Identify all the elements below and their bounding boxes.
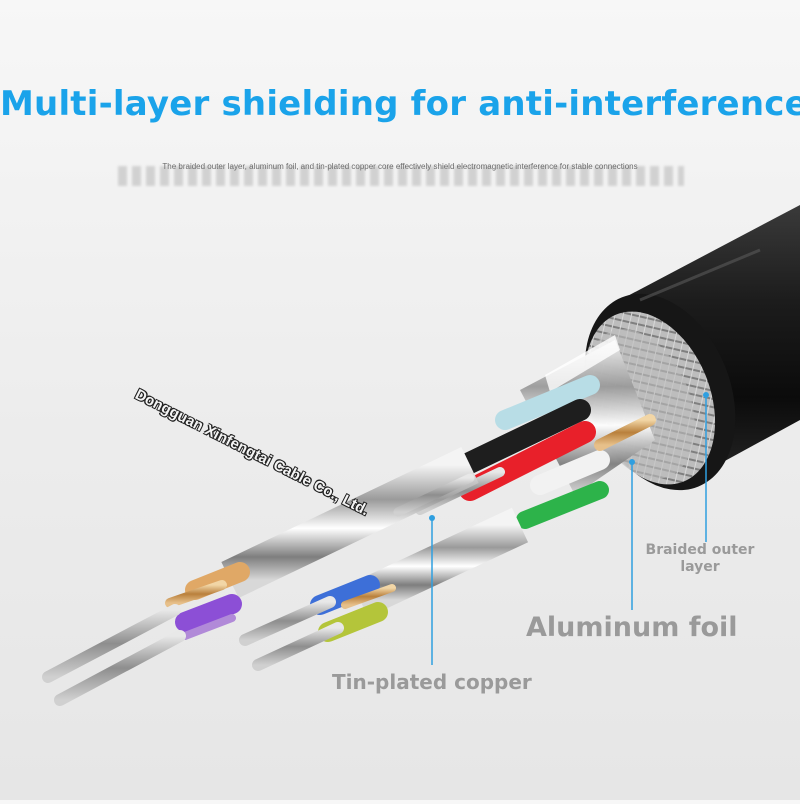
subheading: The braided outer layer, aluminum foil, … bbox=[162, 162, 638, 171]
inner-conductors bbox=[42, 375, 656, 706]
callout-aluminum-foil: Aluminum foil bbox=[526, 612, 738, 643]
callout-tin-plated-copper: Tin-plated copper bbox=[332, 670, 532, 694]
callout-braided-outer-layer: Braided outer layer bbox=[640, 542, 760, 576]
headline: Multi-layer shielding for anti-interfere… bbox=[0, 84, 800, 124]
callout-leaders bbox=[429, 392, 709, 665]
callout-braided-line2: layer bbox=[680, 559, 720, 575]
callout-braided-line1: Braided outer bbox=[645, 542, 755, 558]
blurred-text-band bbox=[118, 166, 684, 186]
